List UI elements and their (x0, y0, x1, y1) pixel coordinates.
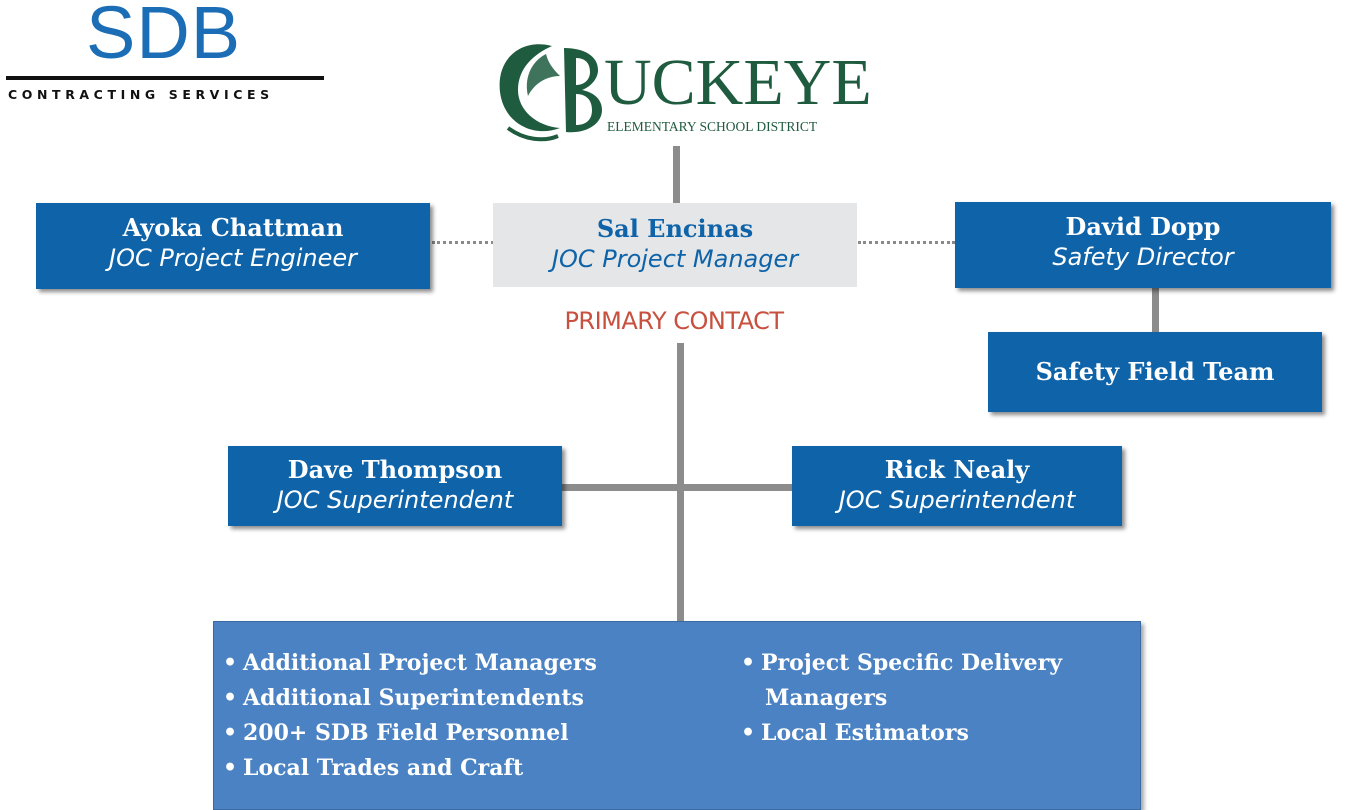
node-name: Rick Nealy (884, 455, 1030, 484)
connector-safety-director-to-team (1152, 288, 1159, 332)
bullet-icon: • (223, 650, 238, 676)
node-safety-director: David Dopp Safety Director (955, 202, 1331, 288)
connector-manager-trunk (677, 343, 684, 621)
bullet-icon: • (223, 720, 238, 746)
node-safety-field-team: Safety Field Team (988, 332, 1322, 412)
node-name: David Dopp (1065, 212, 1221, 241)
buckeye-logo-district: ELEMENTARY SCHOOL DISTRICT (607, 119, 818, 134)
buckeye-leaf-b-emblem (499, 44, 602, 142)
node-role: JOC Superintendent (838, 486, 1076, 514)
node-role: JOC Project Engineer (109, 244, 357, 272)
resources-list-left: •Additional Project Managers •Additional… (223, 646, 597, 786)
node-role: JOC Project Manager (551, 245, 799, 273)
bullet-icon: • (741, 650, 756, 676)
node-name: Safety Field Team (1035, 357, 1275, 386)
node-name: Dave Thompson (287, 455, 503, 484)
node-project-manager: Sal Encinas JOC Project Manager (493, 203, 857, 287)
resource-item: •Additional Project Managers (223, 646, 597, 681)
sdb-logo: SDB CONTRACTING SERVICES (4, 0, 324, 110)
resource-item: •Local Trades and Craft (223, 751, 597, 786)
resource-item: •Project Specific Delivery (741, 646, 1062, 681)
primary-contact-label: PRIMARY CONTACT (564, 307, 784, 335)
node-role: JOC Superintendent (276, 486, 514, 514)
buckeye-logo: UCKEYE ELEMENTARY SCHOOL DISTRICT (494, 32, 872, 150)
resource-item: •Additional Superintendents (223, 681, 597, 716)
node-role: Safety Director (1052, 243, 1234, 271)
resources-list-right: •Project Specific Delivery Managers •Loc… (741, 646, 1062, 751)
bullet-icon: • (741, 720, 756, 746)
node-superintendent-nealy: Rick Nealy JOC Superintendent (792, 446, 1122, 526)
connector-logo-to-manager (673, 146, 680, 203)
bullet-icon: • (223, 685, 238, 711)
dotted-connector-safety (858, 241, 955, 244)
bullet-icon: • (223, 755, 238, 781)
buckeye-logo-word: UCKEYE (604, 46, 872, 119)
resource-item: •Local Estimators (741, 716, 1062, 751)
node-project-engineer: Ayoka Chattman JOC Project Engineer (36, 203, 430, 289)
dotted-connector-engineer (432, 241, 494, 244)
resource-item: •200+ SDB Field Personnel (223, 716, 597, 751)
node-name: Ayoka Chattman (122, 213, 344, 242)
sdb-logo-rule (6, 76, 324, 80)
sdb-logo-text: SDB (86, 0, 242, 74)
node-name: Sal Encinas (596, 214, 754, 243)
connector-superintendents (562, 484, 792, 491)
node-superintendent-thompson: Dave Thompson JOC Superintendent (228, 446, 562, 526)
resource-item-continuation: Managers (765, 685, 888, 711)
resources-box: •Additional Project Managers •Additional… (213, 621, 1141, 810)
sdb-logo-tagline: CONTRACTING SERVICES (8, 87, 274, 102)
